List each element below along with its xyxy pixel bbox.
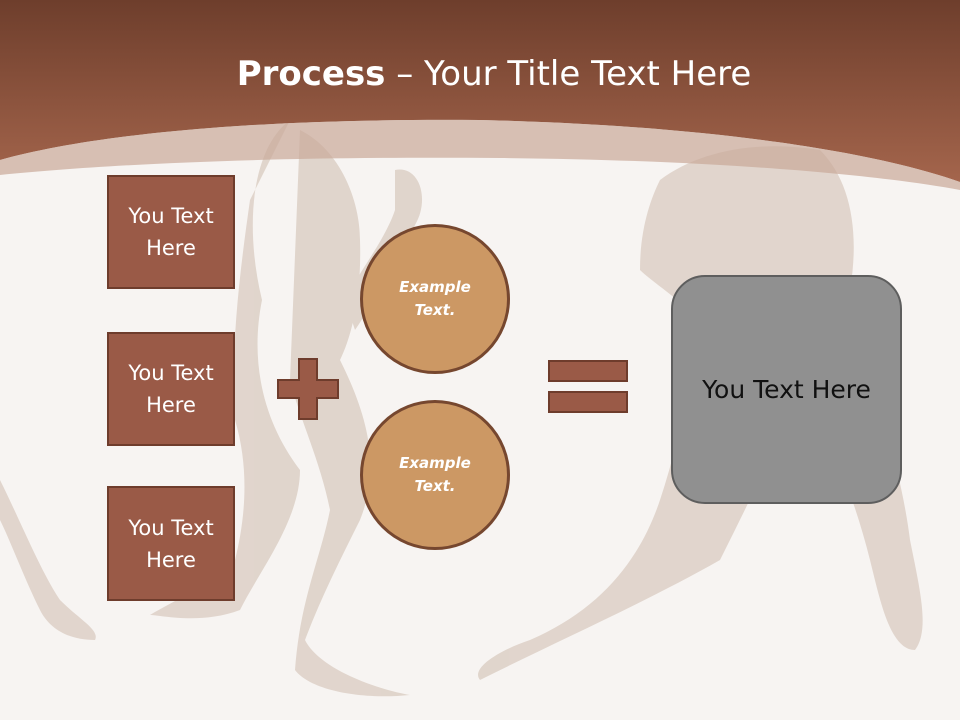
left-text-box-label: You Text Here [128,204,214,260]
left-text-box-2: You Text Here [107,332,235,446]
equals-sign-icon [548,360,628,413]
result-text-label: You Text Here [702,375,871,404]
example-circle-label: Example Text. [399,454,471,495]
left-text-box-label: You Text Here [128,515,214,572]
example-circle-1: Example Text. [360,224,510,374]
left-text-box-3: You Text Here [107,486,235,601]
left-text-box-label: You Text Here [128,361,214,417]
title-rest-part: – Your Title Text Here [385,54,752,94]
slide-title: Process – Your Title Text Here [0,52,960,96]
example-circle-2: Example Text. [360,400,510,550]
left-text-box-1: You Text Here [107,175,235,289]
result-text-box: You Text Here [671,275,902,504]
title-bold-part: Process [236,54,386,94]
example-circle-label: Example Text. [399,278,471,319]
plus-sign-icon [277,358,339,420]
header-band [0,0,960,182]
